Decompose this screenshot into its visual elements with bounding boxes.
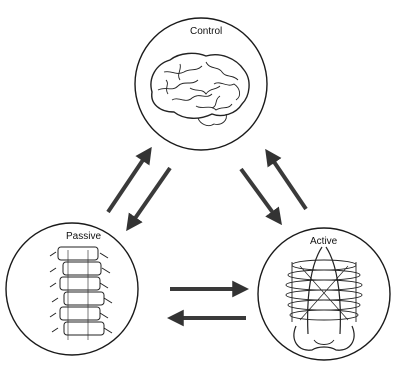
arrow-active-to-control	[268, 153, 306, 209]
control-label: Control	[190, 26, 222, 38]
arrow-control-to-active	[241, 169, 279, 221]
passive-label: Passive	[66, 231, 101, 243]
arrow-control-to-passive	[129, 168, 170, 227]
arrow-passive-to-control	[108, 151, 149, 212]
active-label: Active	[310, 236, 337, 248]
